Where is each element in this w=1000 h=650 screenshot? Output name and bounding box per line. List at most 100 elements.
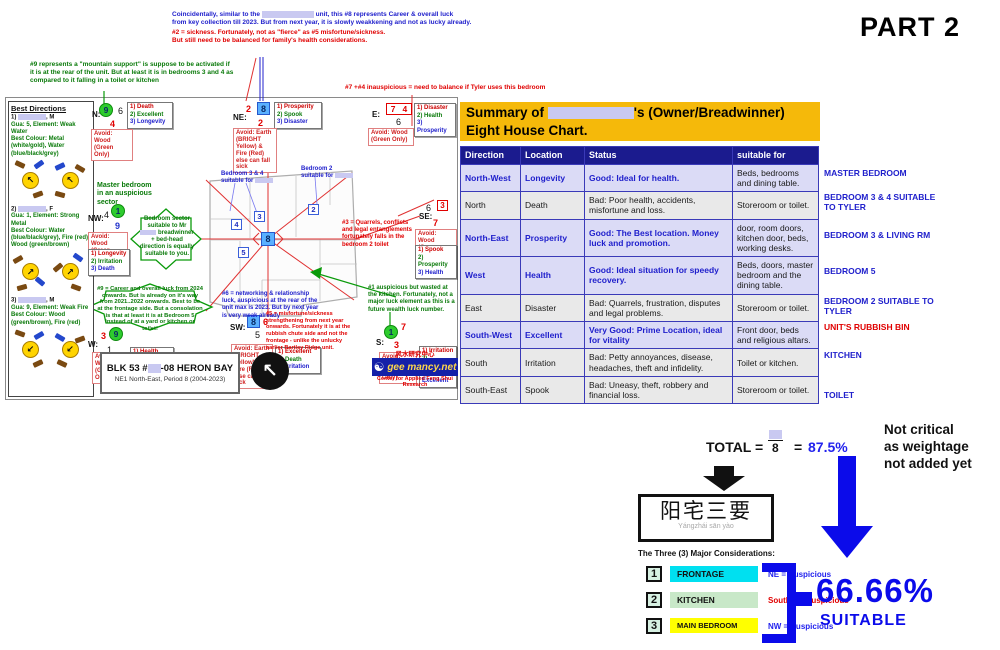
sector-e-label: E: xyxy=(372,110,380,119)
sector-s-num-red2: 3 xyxy=(394,340,400,350)
redacted-box xyxy=(768,430,782,439)
starburst-bedroom-sector: Bedroom sector suitable to Mr breadwinne… xyxy=(139,216,195,257)
sector-nw-star-circle: 1 xyxy=(111,204,125,218)
sector-n-label: N: xyxy=(92,110,101,119)
result-percent: 66.66% xyxy=(816,572,934,609)
room-number-4: 4 xyxy=(231,219,242,230)
note-not-critical: Not critical as weightage not added yet xyxy=(884,422,972,471)
summary-title: Summary of 's (Owner/Breadwinner) Eight … xyxy=(460,102,820,142)
sector-ne-label: NE: xyxy=(233,113,247,122)
compass-arrow-icon: ↙ xyxy=(61,340,79,358)
sector-n-avoid: Avoid: Wood (Green Only) xyxy=(91,129,133,161)
major-2-number: 2 xyxy=(646,592,662,608)
note-quarrels: #3 = Quarrels, conflicts and legal entan… xyxy=(342,220,413,248)
sector-ne-list: 1) Prosperity 2) Spook 3) Disaster xyxy=(274,102,322,129)
person-entry-2: 2) , F Gua: 1, Element: Strong Metal Bes… xyxy=(11,205,91,296)
sector-w-num-red: 3 xyxy=(101,331,107,341)
sector-s-star-circle: 1 xyxy=(384,325,398,339)
sector-se-list: 1) Spook 2) Prosperity 3) Health xyxy=(415,245,457,279)
table-row: North-West Longevity Good: Ideal for hea… xyxy=(460,163,819,193)
part-label: PART 2 xyxy=(860,12,961,42)
major-3-verdict: NW = Auspicious xyxy=(768,622,834,631)
sector-nw-list: 1) Longevity 2) Irritation 3) Death xyxy=(88,249,130,276)
best-directions-title: Best Directions xyxy=(11,104,67,113)
note-tyler-bedroom: #7 +#4 inauspicious = need to balance if… xyxy=(345,84,546,91)
down-arrow-blue xyxy=(838,456,856,526)
col-direction: Direction xyxy=(460,146,521,165)
note-top-red: #2 = sickness. Fortunately, not as "fier… xyxy=(172,29,386,44)
major-1-number: 1 xyxy=(646,566,662,582)
redacted-box xyxy=(255,178,274,184)
person-entry-3: 3) , M Gua: 9, Element: Weak Fire Best C… xyxy=(11,297,91,372)
bracket-top-arm xyxy=(762,563,792,572)
down-arrow-black-head xyxy=(703,476,745,491)
major-3-number: 3 xyxy=(646,618,662,634)
compass-arrow-icon: ↙ xyxy=(22,340,39,358)
note-mountain-support: #9 represents a "mountain support" is su… xyxy=(30,61,234,84)
sector-ne-num-red: 2 xyxy=(246,104,252,114)
major-2-label: KITCHEN xyxy=(670,592,758,608)
majors-heading: The Three (3) Major Considerations: xyxy=(638,549,775,558)
compass-arrow-icon: ↗ xyxy=(22,263,39,281)
room-number-3: 3 xyxy=(254,211,265,222)
table-header-row: Direction Location Status suitable for xyxy=(460,146,819,165)
sector-s-num-red: 7 xyxy=(401,322,407,332)
note-networking-luck: #6 = networking & relationship luck, aus… xyxy=(222,291,319,319)
table-row: North-East Prosperity Good: The Best loc… xyxy=(460,218,819,258)
redacted-box xyxy=(140,229,157,235)
sector-n-list: 1) Death 2) Excellent 3) Longevity xyxy=(127,102,173,129)
table-row: South-West Excellent Very Good: Prime Lo… xyxy=(460,321,819,350)
side-label-toilet: TOILET xyxy=(824,390,855,400)
person-entry-1: 1) , M Gua: 5, Element: Weak Water Best … xyxy=(11,114,91,204)
sector-se-num-red: 7 xyxy=(433,218,439,228)
sector-se-label: SE: xyxy=(419,212,433,221)
redacted-box xyxy=(18,114,47,120)
table-row: East Disaster Bad: Quarrels, frustration… xyxy=(460,293,819,323)
room-number-5: 5 xyxy=(238,247,249,258)
down-arrow-black xyxy=(714,466,734,476)
side-label-bedroom-2: BEDROOM 2 SUITABLE TO TYLER xyxy=(824,296,934,317)
col-status: Status xyxy=(584,146,733,165)
sector-sw-star-box: 8 xyxy=(247,315,260,328)
room-number-2: 2 xyxy=(308,204,319,215)
major-1-verdict: NE = Auspicious xyxy=(768,570,832,579)
eight-house-table: Direction Location Status suitable for N… xyxy=(460,146,819,405)
sector-ne-num-red2: 2 xyxy=(258,118,264,128)
sector-nw-label: NW: xyxy=(88,214,104,223)
label-bedroom-3-4: Bedroom 3 & 4 suitable for xyxy=(221,171,279,185)
sector-ne-avoid: Avoid: Earth (BRIGHT Yellow) & Fire (Red… xyxy=(233,128,277,174)
bracket-stem xyxy=(796,592,812,606)
side-label-kitchen: KITCHEN xyxy=(824,350,862,360)
compass-arrow-icon: ↖ xyxy=(22,171,39,189)
address-box: BLK 53 #-08 HERON BAY NE1 North-East, Pe… xyxy=(100,352,240,394)
sector-e-num: 6 xyxy=(396,117,402,127)
sector-se-num: 6 xyxy=(426,203,432,213)
direction-compass-graphic: ↖ ↖ xyxy=(11,158,91,204)
total-percent: 87.5% xyxy=(808,439,848,455)
note-master-bedroom: Master bedroom in an auspicious sector xyxy=(97,182,152,206)
redacted-box xyxy=(18,297,47,304)
address-line2: NE1 North-East, Period 8 (2004-2023) xyxy=(114,376,226,383)
redacted-box xyxy=(547,107,634,120)
sector-n-num-red: 4 xyxy=(110,119,116,129)
redacted-box xyxy=(147,363,161,373)
note-kitchen-wasted: #1 auspicious but wasted at the kitchen.… xyxy=(368,285,455,313)
sector-nw-num-blue: 9 xyxy=(115,221,121,231)
sector-w-star-circle: 9 xyxy=(109,327,123,341)
table-row: West Health Good: Ideal situation for sp… xyxy=(460,256,819,295)
yinyang-icon: ☯ xyxy=(373,360,385,374)
col-location: Location xyxy=(520,146,585,165)
total-label: TOTAL = xyxy=(706,439,764,455)
yangzhai-pinyin: Yángzhái sān yào xyxy=(678,523,734,531)
sector-nw-num: 4 xyxy=(104,210,110,220)
compass-arrow-icon: ↗ xyxy=(61,263,79,281)
bracket-bottom-arm xyxy=(762,634,792,643)
bracket-vertical xyxy=(787,563,796,643)
direction-compass-graphic: ↙ ↙ xyxy=(11,327,91,373)
sector-w-label: W: xyxy=(88,340,99,349)
total-fraction: 8 xyxy=(768,430,783,455)
table-row: South Irritation Bad: Petty annoyances, … xyxy=(460,348,819,377)
